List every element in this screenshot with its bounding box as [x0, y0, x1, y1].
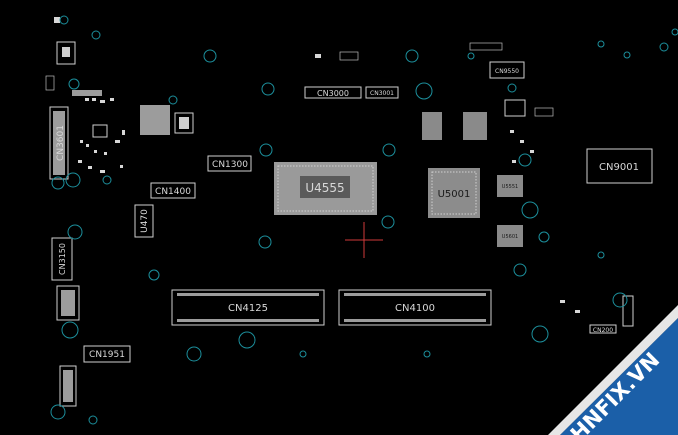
- connector-cn9001[interactable]: CN9001: [586, 148, 653, 184]
- cn9001-label: CN9001: [599, 162, 639, 173]
- u5001-label: U5001: [438, 189, 471, 200]
- connector-cn1400[interactable]: CN1400: [150, 182, 196, 199]
- u5601-label: U5601: [502, 234, 518, 240]
- chip-u5601[interactable]: U5601: [497, 225, 523, 247]
- cn1300-label: CN1300: [212, 160, 248, 170]
- connector-cn3601[interactable]: CN3601: [49, 106, 69, 180]
- connector-cn9550[interactable]: CN9550: [489, 61, 525, 79]
- connector-cn3000[interactable]: CN3000: [304, 86, 362, 99]
- watermark-band: [548, 305, 678, 435]
- cn1951-label: CN1951: [89, 350, 125, 360]
- connector-cn200[interactable]: CN200: [589, 324, 617, 334]
- cn3000-label: CN3000: [317, 89, 349, 98]
- cn9550-label: CN9550: [495, 68, 519, 75]
- connector-cn1951[interactable]: CN1951: [83, 345, 131, 363]
- cn200-label: CN200: [593, 327, 613, 334]
- ram-slot-cn4125[interactable]: CN4125: [171, 289, 325, 326]
- left-edge-parts: [45, 17, 102, 96]
- cn3601-label: CN3601: [56, 125, 66, 161]
- vias: [50, 15, 678, 425]
- gpu-u5001[interactable]: U5001: [428, 168, 480, 218]
- connector-cn3001[interactable]: CN3001: [365, 86, 399, 99]
- cn4125-label: CN4125: [228, 303, 268, 314]
- bottom-left-connector: [59, 365, 77, 407]
- small-connector-left: [56, 285, 80, 321]
- connector-cn3150[interactable]: CN3150: [51, 237, 73, 281]
- cn1400-label: CN1400: [155, 187, 191, 197]
- vram-chips: [422, 112, 487, 140]
- cpu-u4555[interactable]: U4555: [274, 162, 377, 215]
- crosshair-cursor: [345, 222, 383, 258]
- chip-u470[interactable]: U470: [134, 204, 154, 238]
- connector-cn1300[interactable]: CN1300: [207, 155, 252, 172]
- u5551-label: U5551: [502, 184, 518, 190]
- u470-label: U470: [140, 209, 150, 233]
- top-small-parts: [315, 42, 503, 61]
- cn4100-label: CN4100: [395, 303, 435, 314]
- right-part-cluster: [504, 99, 634, 327]
- cn3150-label: CN3150: [58, 243, 67, 275]
- left-part-cluster: [78, 98, 194, 173]
- chip-u5551[interactable]: U5551: [497, 175, 523, 197]
- u4555-label: U4555: [305, 181, 344, 195]
- ram-slot-cn4100[interactable]: CN4100: [338, 289, 492, 326]
- cn3001-label: CN3001: [370, 90, 394, 97]
